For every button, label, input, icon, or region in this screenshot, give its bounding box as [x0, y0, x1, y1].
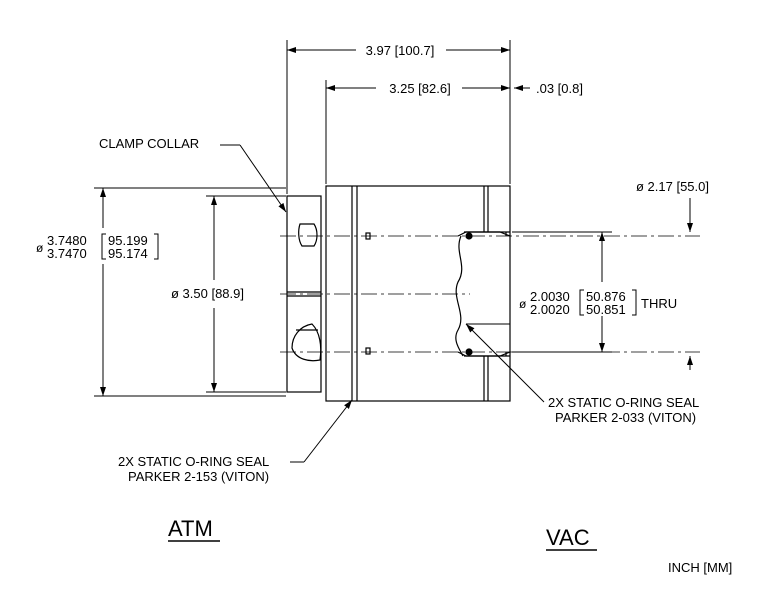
body-dia-dim: ø 3.50 [88.9] — [171, 286, 244, 301]
bore-dia-in-max: 2.0030 — [530, 289, 570, 304]
clamp-collar-label: CLAMP COLLAR — [99, 136, 199, 151]
center-lines — [280, 235, 700, 353]
flange-dia-in-max: 3.7480 — [47, 233, 87, 248]
main-body — [325, 185, 511, 402]
leader-lines — [220, 144, 545, 463]
bore-bracket-right — [632, 289, 637, 316]
units-label: INCH [MM] — [668, 560, 732, 575]
overall-length-dim: 3.97 [100.7] — [366, 43, 435, 58]
flange-dia-mm-max: 95.199 — [108, 233, 148, 248]
bore-dia-mm-max: 50.876 — [586, 289, 626, 304]
flange-dia-in-min: 3.7470 — [47, 246, 87, 261]
tube-od-dim: ø 2.17 [55.0] — [636, 179, 709, 194]
flange-dia-prefix: ø — [36, 241, 44, 255]
seal-small-line1: 2X STATIC O-RING SEAL — [548, 395, 699, 410]
bore-dia-dim: ø 2.0030 2.0020 50.876 50.851 THRU — [519, 289, 677, 317]
flange-dia-mm-min: 95.174 — [108, 246, 148, 261]
seal-small-line2: PARKER 2-033 (VITON) — [555, 410, 696, 425]
offset-dim: .03 [0.8] — [536, 81, 583, 96]
vac-side-label: VAC — [546, 525, 590, 550]
bore-dia-mm-min: 50.851 — [586, 302, 626, 317]
flange-dia-dim: ø 3.7480 3.7470 95.199 95.174 — [36, 233, 159, 261]
bore-bracket-left — [579, 289, 584, 316]
atm-side-label: ATM — [168, 516, 213, 541]
bore-dia-prefix: ø — [519, 297, 527, 311]
seal-large-line1: 2X STATIC O-RING SEAL — [118, 454, 269, 469]
part-geometry — [280, 185, 700, 402]
bore-thru-label: THRU — [641, 296, 677, 311]
bracket-left — [101, 233, 106, 260]
bracket-right — [154, 233, 159, 260]
dimension-lines — [94, 40, 693, 397]
bore-dia-in-min: 2.0020 — [530, 302, 570, 317]
seal-large-line2: PARKER 2-153 (VITON) — [128, 469, 269, 484]
body-length-dim: 3.25 [82.6] — [389, 81, 450, 96]
